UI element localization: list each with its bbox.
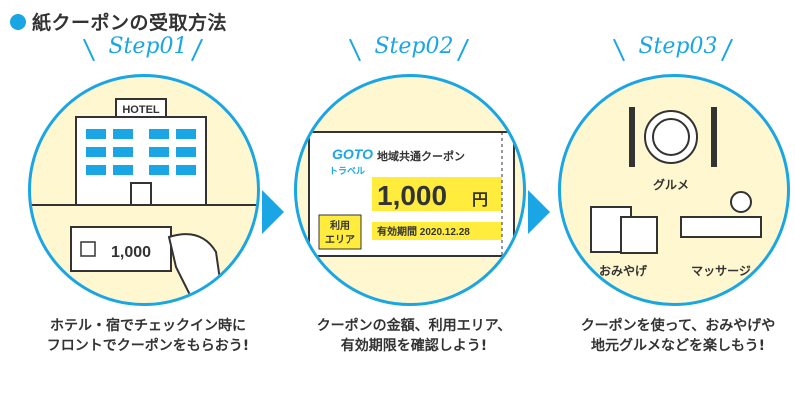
step-label: Step03	[638, 34, 718, 59]
step-illustration: GOTO トラベル 地域共通クーポン 1,000 円 利用 エリア 有効期間 2…	[294, 74, 526, 306]
svg-text:エリア: エリア	[325, 234, 355, 246]
coupon-illustration: GOTO トラベル 地域共通クーポン 1,000 円 利用 エリア 有効期間 2…	[308, 131, 515, 257]
massage-label: マッサージ	[691, 264, 751, 278]
hotel-illustration: HOTEL 1,000	[31, 98, 257, 299]
coupon-amount: 1,000	[111, 244, 151, 261]
souvenir-label: おみやげ	[599, 263, 648, 278]
massage-icon	[680, 216, 762, 238]
hotel-sign: HOTEL	[122, 104, 160, 116]
svg-text:円: 円	[472, 191, 488, 209]
step-3: Step03 グルメ おみやげ マッサージ クーポンを使って、おみやげや 地元グ…	[558, 34, 795, 394]
step-caption: クーポンを使って、おみやげや 地元グルメなどを楽しもう!	[580, 318, 776, 354]
step-caption: クーポンの金額、利用エリア、 有効期限を確認しよう!	[316, 318, 512, 354]
step-label: Step01	[108, 34, 188, 59]
svg-text:トラベル: トラベル	[329, 166, 365, 176]
coupon-title: 地域共通クーポン	[377, 149, 465, 163]
step-2: Step02 GOTO トラベル 地域共通クーポン 1,000 円 利用 エリア…	[294, 34, 534, 394]
gourmet-label: グルメ	[653, 177, 689, 192]
arrow-right-icon	[262, 190, 284, 234]
svg-text:利用: 利用	[330, 219, 350, 232]
knife-icon	[711, 107, 717, 167]
coupon-ticket-icon	[70, 226, 172, 272]
step-label: Step02	[374, 34, 454, 59]
arrow-right-icon	[528, 190, 550, 234]
step-illustration: グルメ おみやげ マッサージ	[558, 74, 790, 306]
expiry-date: 有効期間 2020.12.28	[377, 225, 470, 238]
step-1: Step01 HOTEL 1,000 ホテル・宿でチェックイン時に フロントでク…	[28, 34, 268, 394]
goto-logo: GOTO	[332, 146, 373, 162]
step-caption: ホテル・宿でチェックイン時に フロントでクーポンをもらおう!	[46, 318, 250, 354]
fork-icon	[629, 107, 635, 167]
step-illustration: HOTEL 1,000	[28, 74, 260, 306]
coupon-value: 1,000	[377, 180, 447, 211]
bullet-dot-icon	[10, 13, 26, 30]
enjoy-illustration: グルメ おみやげ マッサージ	[590, 107, 762, 278]
section-header: 紙クーポンの受取方法	[10, 8, 227, 35]
hand-icon	[167, 233, 223, 299]
page-title: 紙クーポンの受取方法	[32, 12, 228, 34]
